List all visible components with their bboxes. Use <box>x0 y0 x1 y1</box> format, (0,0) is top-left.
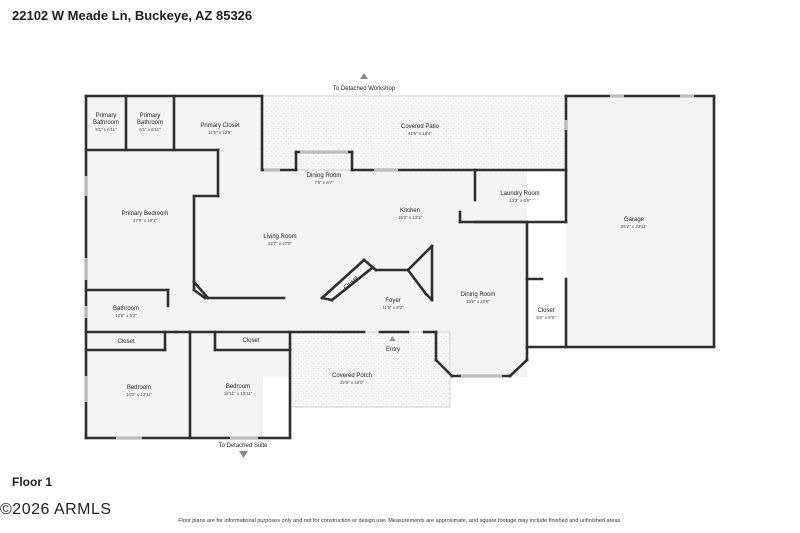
room-dining-room-right-dims: 15'6" x 20'8" <box>466 299 491 304</box>
room-bathroom-name: Bathroom <box>113 306 139 312</box>
room-foyer-dims: 11'6" x 8'2" <box>382 305 404 310</box>
room-labels: Primary Bathroom 5'1" x 6'11" Primary Ba… <box>93 113 648 397</box>
room-primary-closet-name: Primary Closet <box>200 123 240 129</box>
entry-arrow-icon <box>389 336 396 341</box>
windows <box>84 94 694 440</box>
room-closet-garage-dims: 5'0" x 8'9" <box>536 315 556 320</box>
room-laundry-room-name: Laundry Room <box>500 191 539 197</box>
room-foyer-name: Foyer <box>385 298 400 304</box>
disclaimer-text: Floor plans are for informational purpos… <box>178 518 622 524</box>
brand-watermark: ©2026 ARMLS <box>0 501 112 518</box>
room-laundry-room-dims: 12'2" x 6'6" <box>509 198 531 203</box>
room-dining-room-top-name: Dining Room <box>307 173 342 179</box>
to-detached-workshop-label[interactable]: To Detached Workshop <box>333 86 396 92</box>
room-kitchen-dims: 15'0" x 13'1" <box>398 215 423 220</box>
to-detached-suite-label[interactable]: To Detached Suite <box>218 443 268 449</box>
room-closet-left-name: Closet <box>117 339 134 345</box>
room-closet-garage-name: Closet <box>537 308 554 314</box>
floor-label: Floor 1 <box>12 475 53 489</box>
property-address: 22102 W Meade Ln, Buckeye, AZ 85326 <box>12 8 253 23</box>
floor-fills <box>86 95 714 438</box>
room-primary-bathroom-2-name1: Primary <box>140 113 161 119</box>
room-bedroom-1-dims: 14'0" x 13'11" <box>126 392 153 397</box>
room-covered-patio-dims: 41'6" x 10'4" <box>408 131 433 136</box>
room-bathroom-dims: 10'6" x 5'3" <box>115 313 137 318</box>
arrow-down-icon[interactable] <box>239 451 248 458</box>
room-primary-closet-dims: 11'5" x 10'5" <box>208 130 232 135</box>
room-covered-porch-name: Covered Porch <box>332 373 372 379</box>
room-bedroom-2-name: Bedroom <box>226 384 250 390</box>
room-bedroom-2-dims: 12'11" x 13'11" <box>224 391 253 396</box>
room-garage-name: Garage <box>624 217 645 223</box>
room-garage-dims: 25'2" x 33'11" <box>621 224 648 229</box>
room-covered-porch-dims: 22'5" x 10'0" <box>340 380 365 385</box>
room-primary-bathroom-2-dims: 6'1" x 6'11" <box>139 127 161 132</box>
room-closet-mid-name: Closet <box>242 338 259 344</box>
room-primary-bedroom-name: Primary Bedroom <box>122 211 169 217</box>
room-kitchen-name: Kitchen <box>400 208 420 214</box>
room-primary-bathroom-2-name2: Bathroom <box>137 120 163 126</box>
room-living-room-name: Living Room <box>263 234 296 240</box>
room-living-room-dims: 22'7" x 17'0" <box>268 241 293 246</box>
room-bedroom-1-name: Bedroom <box>127 385 151 391</box>
room-primary-bathroom-1-name1: Primary <box>96 113 117 119</box>
room-primary-bathroom-1-name2: Bathroom <box>93 120 119 126</box>
room-dining-room-right-name: Dining Room <box>461 292 496 298</box>
room-primary-bathroom-1-dims: 5'1" x 6'11" <box>95 127 117 132</box>
room-covered-patio-name: Covered Patio <box>401 124 440 130</box>
arrow-up-icon[interactable] <box>360 73 368 79</box>
entry-label: Entry <box>386 347 400 353</box>
room-dining-room-top-dims: 7'5" x 8'7" <box>314 180 334 185</box>
room-primary-bedroom-dims: 17'8" x 19'1" <box>133 218 158 223</box>
